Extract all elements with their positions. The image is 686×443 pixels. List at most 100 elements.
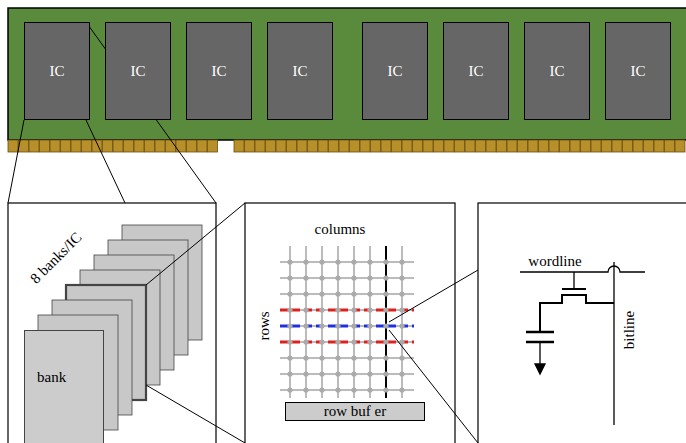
gold-contact	[124, 140, 134, 152]
gold-contact	[654, 140, 664, 152]
gold-contact	[539, 140, 549, 152]
gate-wire	[573, 272, 574, 289]
chip-label: IC	[388, 63, 403, 80]
cell-dot	[287, 355, 292, 360]
cell-dot	[335, 291, 340, 296]
cell-dot	[399, 387, 404, 392]
gold-contact	[623, 140, 633, 152]
row-line	[280, 342, 414, 343]
chip-label: IC	[631, 63, 646, 80]
ic-chip: IC	[362, 22, 428, 120]
cell-dot	[351, 387, 356, 392]
gold-contact	[297, 140, 307, 152]
cell-dot	[367, 307, 372, 312]
gold-contact	[434, 140, 444, 152]
gold-contact	[50, 140, 60, 152]
chip-label: IC	[293, 63, 308, 80]
row-line	[280, 310, 414, 311]
cell-array	[280, 246, 414, 398]
cell-dot	[367, 387, 372, 392]
gold-contact	[255, 140, 265, 152]
buffer-label: row buf er	[324, 403, 386, 420]
gold-contact	[423, 140, 433, 152]
bitline-wire	[613, 262, 614, 425]
gold-contact	[71, 140, 81, 152]
ic-chip: IC	[105, 22, 171, 120]
gold-contact	[287, 140, 297, 152]
cell-dot	[351, 355, 356, 360]
gold-contact	[155, 140, 165, 152]
cell-dot	[287, 323, 292, 328]
cell-dot	[399, 323, 404, 328]
transistor-gate	[562, 288, 586, 290]
cell-dot	[303, 307, 308, 312]
bank-panel	[8, 203, 216, 443]
cell-dot	[287, 291, 292, 296]
gold-contact	[276, 140, 286, 152]
gold-contact	[644, 140, 654, 152]
ic-chip: IC	[186, 22, 252, 120]
cell-dot	[367, 323, 372, 328]
row-line	[280, 278, 414, 279]
gold-contact	[234, 140, 244, 152]
ic-chip: IC	[24, 22, 90, 120]
gold-contact	[633, 140, 643, 152]
gold-contact	[187, 140, 197, 152]
cell-dot	[319, 291, 324, 296]
cell-dot	[287, 275, 292, 280]
cell-dot	[335, 259, 340, 264]
gold-contact	[444, 140, 454, 152]
gold-contact	[455, 140, 465, 152]
cell-dot	[303, 323, 308, 328]
cell-dot	[399, 259, 404, 264]
cell-dot	[303, 387, 308, 392]
cell-dot	[303, 371, 308, 376]
gold-contact	[103, 140, 113, 152]
leader-lines	[8, 22, 216, 203]
gold-contact	[465, 140, 475, 152]
cell-dot	[319, 259, 324, 264]
cell-dot	[383, 387, 388, 392]
axis-label: rows	[256, 311, 273, 340]
gold-contact	[381, 140, 391, 152]
cell-dot	[335, 387, 340, 392]
gold-contact	[560, 140, 570, 152]
gold-contact	[339, 140, 349, 152]
gold-contact	[318, 140, 328, 152]
bank-label: bank	[37, 369, 66, 386]
chip-label: IC	[469, 63, 484, 80]
cell-dot	[319, 339, 324, 344]
gold-contact	[476, 140, 486, 152]
ic-chip: IC	[524, 22, 590, 120]
transistor-channel	[540, 295, 614, 332]
gold-contact	[497, 140, 507, 152]
cell-dot	[351, 291, 356, 296]
cell-dot	[319, 371, 324, 376]
gold-contact	[612, 140, 622, 152]
gold-contact	[113, 140, 123, 152]
ground-arrow	[535, 364, 545, 374]
gold-contact	[518, 140, 528, 152]
axis-label: columns	[315, 221, 366, 238]
cell-dot	[367, 371, 372, 376]
gold-contact	[208, 140, 218, 152]
active-row	[280, 341, 414, 344]
gold-contact	[8, 140, 18, 152]
gold-contact	[308, 140, 318, 152]
gold-contact	[392, 140, 402, 152]
row-line	[280, 358, 414, 359]
cell-schematic	[520, 262, 645, 425]
cell-dot	[303, 355, 308, 360]
gold-contact	[675, 140, 685, 152]
cell-dot	[303, 339, 308, 344]
gold-contact	[166, 140, 176, 152]
cell-dot	[287, 339, 292, 344]
cell-dot	[319, 355, 324, 360]
zoom-lines	[146, 203, 478, 443]
cell-dot	[335, 371, 340, 376]
ic-chip: IC	[267, 22, 333, 120]
cell-dot	[383, 275, 388, 280]
gold-contact	[245, 140, 255, 152]
gold-contact	[360, 140, 370, 152]
